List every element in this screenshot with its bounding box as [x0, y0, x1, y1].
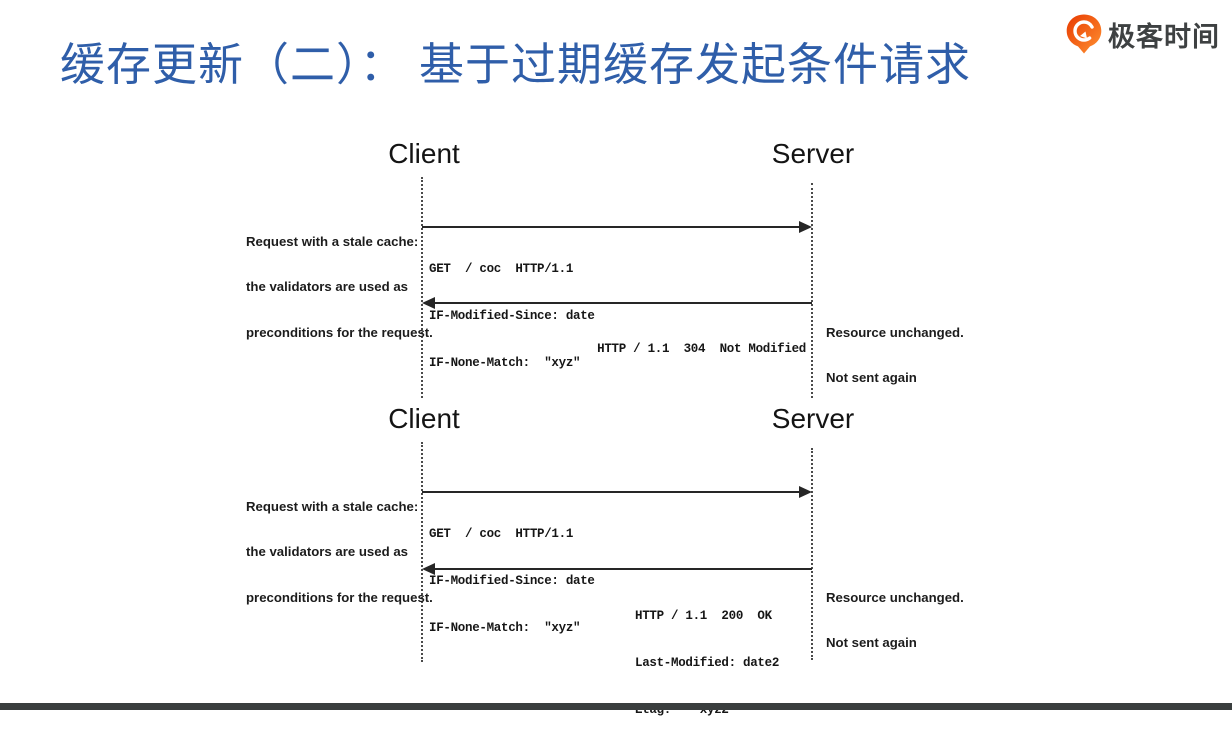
request-headers: GET / coc HTTP/1.1 IF-Modified-Since: da…: [429, 261, 595, 371]
server-lifeline: [811, 448, 813, 660]
server-actor-label: Server: [771, 138, 855, 169]
geektime-logo: 极客时间: [1066, 14, 1220, 54]
request-annotation: Request with a stale cache: the validato…: [246, 498, 433, 606]
client-actor-label: Client: [388, 138, 460, 169]
slide: 缓存更新（二）： 基于过期缓存发起条件请求 极客时间 Client Server…: [0, 14, 1232, 718]
response-arrow: [422, 563, 812, 575]
request-arrow: [422, 221, 812, 233]
sequence-diagram-200: Client Server Request with a stale cache…: [246, 403, 964, 717]
response-arrow: [422, 297, 812, 309]
response-annotation: Resource unchanged. Not sent again: [826, 324, 964, 386]
server-actor-label: Server: [771, 403, 855, 434]
response-annotation: Resource unchanged. Not sent again: [826, 589, 964, 651]
client-lifeline: [421, 442, 423, 662]
footer-bar: [0, 703, 1232, 710]
request-arrow: [422, 486, 812, 498]
request-headers: GET / coc HTTP/1.1 IF-Modified-Since: da…: [429, 526, 595, 636]
response-headers: HTTP / 1.1 200 OK Last-Modified: date2 E…: [635, 608, 780, 718]
page-title: 缓存更新（二）： 基于过期缓存发起条件请求: [60, 39, 972, 90]
response-status: HTTP / 1.1 304 Not Modified: [597, 341, 806, 356]
sequence-diagram-304: Client Server Request with a stale cache…: [246, 138, 964, 398]
geektime-logo-text: 极客时间: [1108, 21, 1220, 52]
server-lifeline: [811, 183, 813, 398]
request-annotation: Request with a stale cache: the validato…: [246, 233, 433, 341]
geektime-pin-icon: [1066, 14, 1102, 54]
client-lifeline: [421, 177, 423, 398]
client-actor-label: Client: [388, 403, 460, 434]
